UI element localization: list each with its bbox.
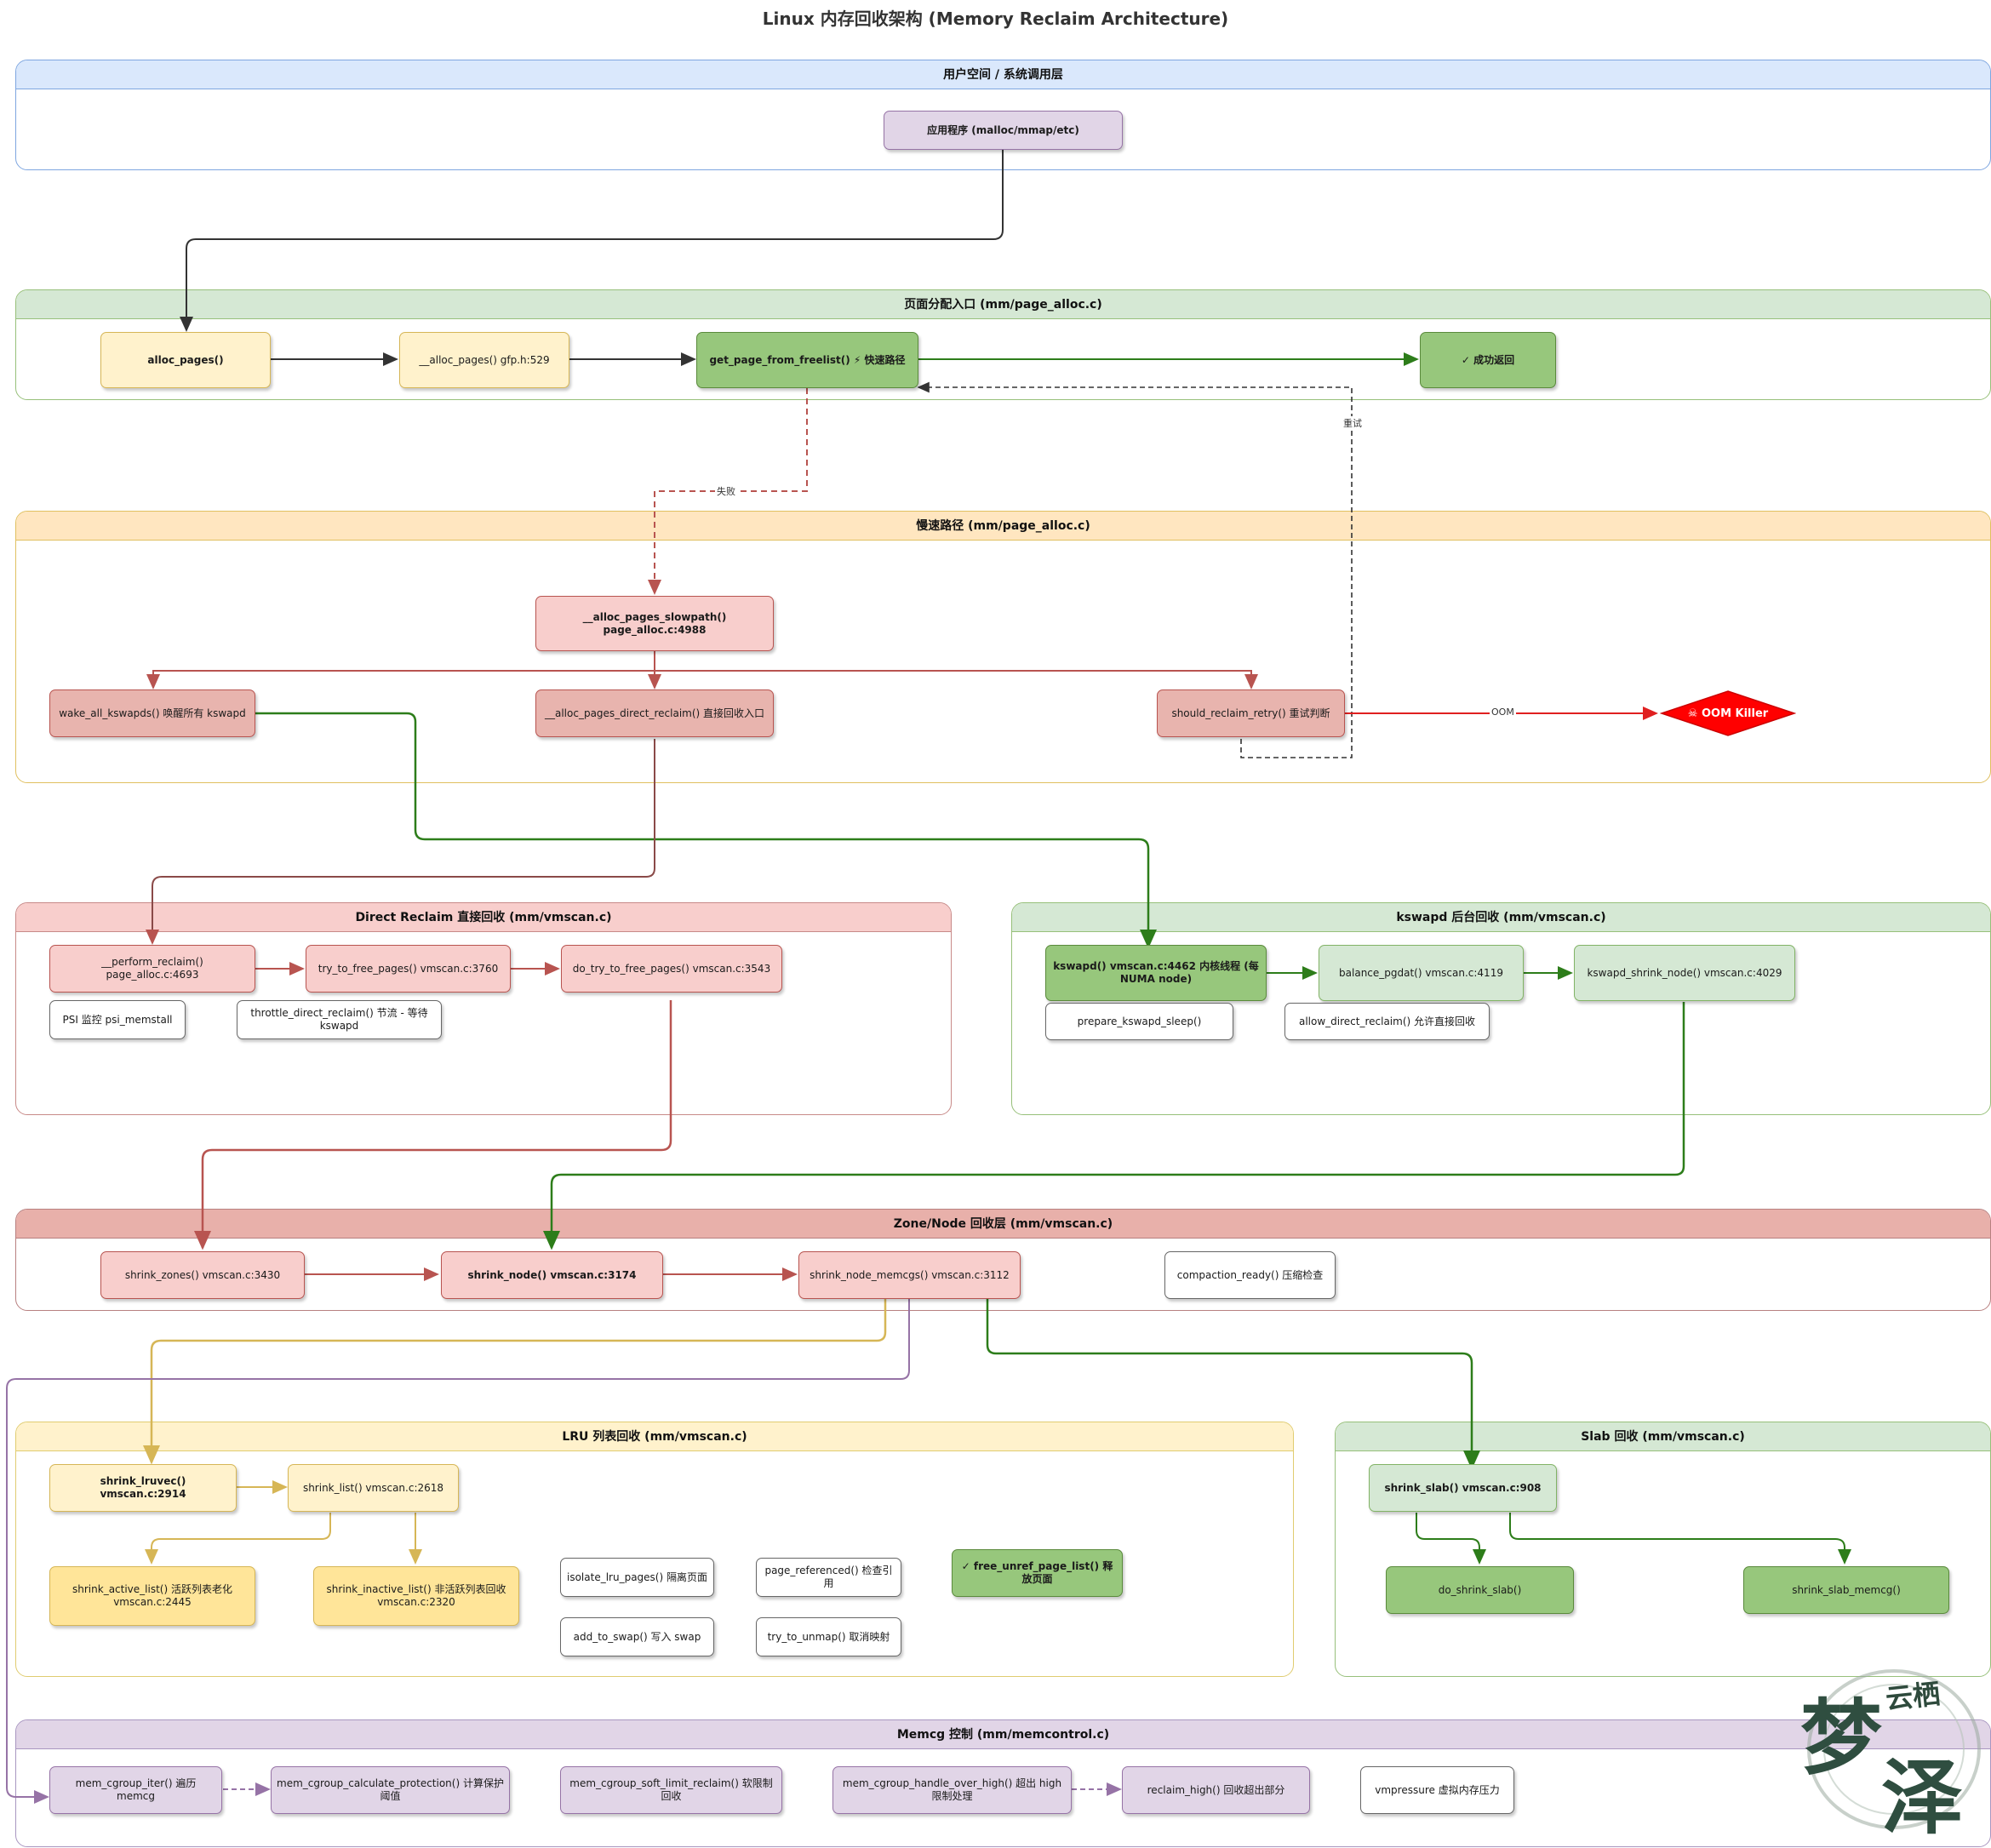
svg-text:泽: 泽: [1881, 1749, 1963, 1834]
lane-direct-reclaim-title: Direct Reclaim 直接回收 (mm/vmscan.c): [16, 903, 951, 932]
svg-text:梦: 梦: [1800, 1690, 1882, 1786]
lane-slow-path: 慢速路径 (mm/page_alloc.c): [15, 511, 1991, 783]
node-free-unref-page-list[interactable]: ✓ free_unref_page_list() 释放页面: [952, 1549, 1123, 1597]
lane-direct-reclaim: Direct Reclaim 直接回收 (mm/vmscan.c): [15, 902, 952, 1115]
node-balance-pgdat[interactable]: balance_pgdat() vmscan.c:4119: [1319, 945, 1524, 1001]
watermark-logo: 梦 泽: [1800, 1669, 1981, 1834]
node-soft-limit-reclaim[interactable]: mem_cgroup_soft_limit_reclaim() 软限制回收: [560, 1766, 782, 1814]
lane-slab-title: Slab 回收 (mm/vmscan.c): [1336, 1422, 1990, 1451]
node-alloc-slowpath[interactable]: __alloc_pages_slowpath() page_alloc.c:49…: [535, 596, 774, 651]
diagram-title: Linux 内存回收架构 (Memory Reclaim Architectur…: [762, 9, 1229, 29]
node-do-shrink-slab[interactable]: do_shrink_slab(): [1386, 1566, 1574, 1614]
edge-dotry-to-zones: [194, 1000, 672, 1250]
edge-memcgs-to-memcg-iter: [6, 1296, 910, 1804]
node-oom-killer-shape[interactable]: [1660, 689, 1796, 737]
node-shrink-lruvec[interactable]: shrink_lruvec() vmscan.c:2914: [49, 1464, 237, 1512]
lane-user-space-title: 用户空间 / 系统调用层: [16, 60, 1990, 89]
edge-slab-to-do-shrink: [1416, 1513, 1486, 1565]
node-shrink-inactive-list[interactable]: shrink_inactive_list() 非活跃列表回收 vmscan.c:…: [313, 1566, 519, 1626]
lane-page-alloc: 页面分配入口 (mm/page_alloc.c): [15, 289, 1991, 400]
node-try-to-unmap[interactable]: try_to_unmap() 取消映射: [756, 1617, 901, 1656]
lane-lru: LRU 列表回收 (mm/vmscan.c): [15, 1422, 1294, 1677]
node-shrink-zones[interactable]: shrink_zones() vmscan.c:3430: [100, 1251, 305, 1299]
node-allow-direct-reclaim[interactable]: allow_direct_reclaim() 允许直接回收: [1284, 1003, 1490, 1040]
node-compaction-ready[interactable]: compaction_ready() 压缩检查: [1164, 1251, 1336, 1299]
node-oom-killer[interactable]: ☠ OOM Killer: [1687, 707, 1769, 720]
edge-label-fail: 失败: [715, 484, 737, 498]
edge-kshrink-to-node: [543, 1002, 1685, 1250]
node-psi-memstall[interactable]: PSI 监控 psi_memstall: [49, 1000, 186, 1039]
node-page-referenced[interactable]: page_referenced() 检查引用: [756, 1558, 901, 1597]
edge-memcgs-to-slab: [986, 1296, 1480, 1470]
node-shrink-active-list[interactable]: shrink_active_list() 活跃列表老化 vmscan.c:244…: [49, 1566, 255, 1626]
node-success-return[interactable]: ✓ 成功返回: [1420, 332, 1556, 388]
node-reclaim-high[interactable]: reclaim_high() 回收超出部分: [1122, 1766, 1310, 1814]
edge-label-oom: OOM: [1490, 707, 1516, 718]
node-kswapd-shrink-node[interactable]: kswapd_shrink_node() vmscan.c:4029: [1574, 945, 1795, 1001]
node-get-page-from-freelist[interactable]: get_page_from_freelist() ⚡ 快速路径: [696, 332, 918, 388]
node-shrink-list[interactable]: shrink_list() vmscan.c:2618: [288, 1464, 459, 1512]
node-shrink-slab[interactable]: shrink_slab() vmscan.c:908: [1369, 1464, 1557, 1512]
edge-wake-to-kswapd: [255, 712, 1157, 949]
node-do-try-to-free-pages[interactable]: do_try_to_free_pages() vmscan.c:3543: [561, 945, 782, 993]
edge-direct-to-perform: [146, 739, 655, 945]
edge-memcgs-to-lruvec: [143, 1296, 887, 1465]
lane-slow-path-title: 慢速路径 (mm/page_alloc.c): [16, 512, 1990, 541]
node-direct-reclaim-entry[interactable]: __alloc_pages_direct_reclaim() 直接回收入口: [535, 689, 774, 737]
lane-page-alloc-title: 页面分配入口 (mm/page_alloc.c): [16, 290, 1990, 319]
node-__alloc-pages[interactable]: __alloc_pages() gfp.h:529: [399, 332, 569, 388]
edge-slowpath-to-wake: [146, 651, 655, 689]
node-wake-all-kswapds[interactable]: wake_all_kswapds() 唤醒所有 kswapd: [49, 689, 255, 737]
node-throttle-direct-reclaim[interactable]: throttle_direct_reclaim() 节流 - 等待 kswapd: [237, 1000, 442, 1039]
node-shrink-node-memcgs[interactable]: shrink_node_memcgs() vmscan.c:3112: [798, 1251, 1021, 1299]
lane-zone-node: Zone/Node 回收层 (mm/vmscan.c): [15, 1209, 1991, 1311]
node-kswapd-thread[interactable]: kswapd() vmscan.c:4462 内核线程 (每 NUMA node…: [1045, 945, 1267, 1001]
node-mem-cgroup-iter[interactable]: mem_cgroup_iter() 遍历 memcg: [49, 1766, 222, 1814]
node-try-to-free-pages[interactable]: try_to_free_pages() vmscan.c:3760: [306, 945, 511, 993]
edge-slab-to-memcg: [1509, 1513, 1851, 1565]
lane-slab: Slab 回收 (mm/vmscan.c): [1335, 1422, 1991, 1677]
node-perform-reclaim[interactable]: __perform_reclaim() page_alloc.c:4693: [49, 945, 255, 993]
edge-list-to-active: [145, 1513, 331, 1565]
node-handle-over-high[interactable]: mem_cgroup_handle_over_high() 超出 high 限制…: [832, 1766, 1072, 1814]
node-should-reclaim-retry[interactable]: should_reclaim_retry() 重试判断: [1157, 689, 1345, 737]
lane-lru-title: LRU 列表回收 (mm/vmscan.c): [16, 1422, 1293, 1451]
node-prepare-kswapd-sleep[interactable]: prepare_kswapd_sleep(): [1045, 1003, 1233, 1040]
watermark-small-text: 云栖: [1884, 1677, 1942, 1716]
edge-slowpath-to-retry: [655, 670, 1258, 689]
lane-memcg: Memcg 控制 (mm/memcontrol.c): [15, 1719, 1991, 1847]
node-isolate-lru-pages[interactable]: isolate_lru_pages() 隔离页面: [560, 1558, 714, 1597]
lane-zone-node-title: Zone/Node 回收层 (mm/vmscan.c): [16, 1210, 1990, 1239]
lane-memcg-title: Memcg 控制 (mm/memcontrol.c): [16, 1720, 1990, 1749]
edge-retry-to-freelist: [917, 381, 1353, 758]
lane-user-space: 用户空间 / 系统调用层: [15, 60, 1991, 170]
node-calculate-protection[interactable]: mem_cgroup_calculate_protection() 计算保护阈值: [271, 1766, 510, 1814]
edge-label-retry: 重试: [1342, 416, 1364, 430]
node-alloc-pages[interactable]: alloc_pages(): [100, 332, 271, 388]
node-shrink-slab-memcg[interactable]: shrink_slab_memcg(): [1743, 1566, 1949, 1614]
node-application[interactable]: 应用程序 (malloc/mmap/etc): [884, 111, 1123, 150]
node-add-to-swap[interactable]: add_to_swap() 写入 swap: [560, 1617, 714, 1656]
node-shrink-node[interactable]: shrink_node() vmscan.c:3174: [441, 1251, 663, 1299]
lane-kswapd-title: kswapd 后台回收 (mm/vmscan.c): [1012, 903, 1990, 932]
node-vmpressure[interactable]: vmpressure 虚拟内存压力: [1360, 1766, 1514, 1814]
edge-app-to-alloc-pages: [180, 149, 1004, 332]
